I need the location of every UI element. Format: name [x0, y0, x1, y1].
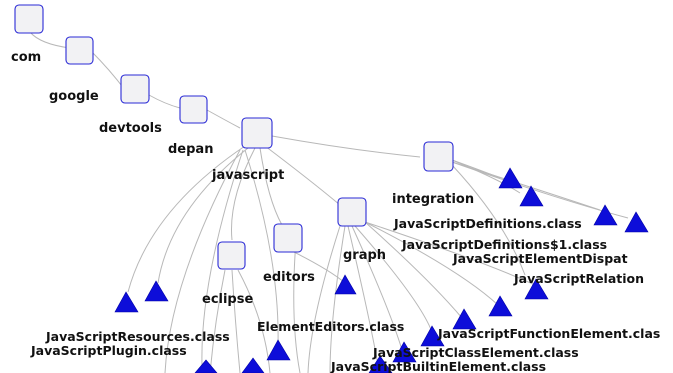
class-node-triangle[interactable] [241, 357, 265, 373]
class-node-triangle[interactable] [368, 355, 393, 373]
package-label-eclipse: eclipse [202, 292, 253, 307]
package-label-google: google [49, 89, 99, 104]
class-label: JavaScriptDefinitions$1.class [401, 237, 607, 252]
package-label-javascript: javascript [211, 168, 284, 183]
package-node-google[interactable] [65, 36, 94, 65]
class-label: JavaScriptBuiltinElement.class [330, 359, 546, 373]
class-label: JavaScriptResources.class [45, 329, 230, 344]
class-label: ElementEditors.class [257, 319, 404, 334]
package-node-depan[interactable] [179, 95, 208, 124]
package-node-eclipse[interactable] [217, 241, 246, 270]
class-node-triangle[interactable] [488, 295, 513, 317]
class-label: JavaScriptDefinitions.class [393, 216, 582, 231]
package-node-devtools[interactable] [120, 74, 150, 104]
class-node-triangle[interactable] [334, 274, 357, 295]
class-label: JavaScriptClassElement.class [372, 345, 579, 360]
package-label-graph: graph [343, 248, 386, 263]
class-label: JavaScriptRelation [513, 271, 644, 286]
class-node-triangle[interactable] [194, 359, 218, 373]
package-label-editors: editors [263, 270, 315, 285]
package-node-graph[interactable] [337, 197, 367, 227]
package-node-editors[interactable] [273, 223, 303, 253]
package-node-com[interactable] [14, 4, 44, 34]
class-node-triangle[interactable] [266, 339, 291, 361]
package-node-integration[interactable] [423, 141, 454, 172]
class-node-triangle[interactable] [144, 280, 169, 302]
class-node-triangle[interactable] [452, 308, 477, 330]
class-node-triangle[interactable] [498, 167, 523, 189]
class-node-triangle[interactable] [519, 185, 544, 207]
class-node-triangle[interactable] [420, 325, 445, 347]
class-label: JavaScriptPlugin.class [30, 343, 187, 358]
class-node-triangle[interactable] [524, 278, 549, 300]
graph-edges [29, 31, 629, 373]
package-label-integration: integration [392, 192, 474, 207]
class-label: JavaScriptElementDispat [452, 251, 628, 266]
class-node-triangle[interactable] [114, 291, 139, 313]
package-label-devtools: devtools [99, 121, 162, 136]
class-node-triangle[interactable] [392, 341, 417, 363]
package-label-depan: depan [168, 142, 213, 157]
class-node-triangle[interactable] [593, 204, 618, 226]
class-node-triangle[interactable] [624, 211, 649, 233]
package-label-com: com [11, 50, 41, 65]
package-node-javascript[interactable] [241, 117, 273, 149]
class-label: JavaScriptFunctionElement.clas [437, 326, 660, 341]
